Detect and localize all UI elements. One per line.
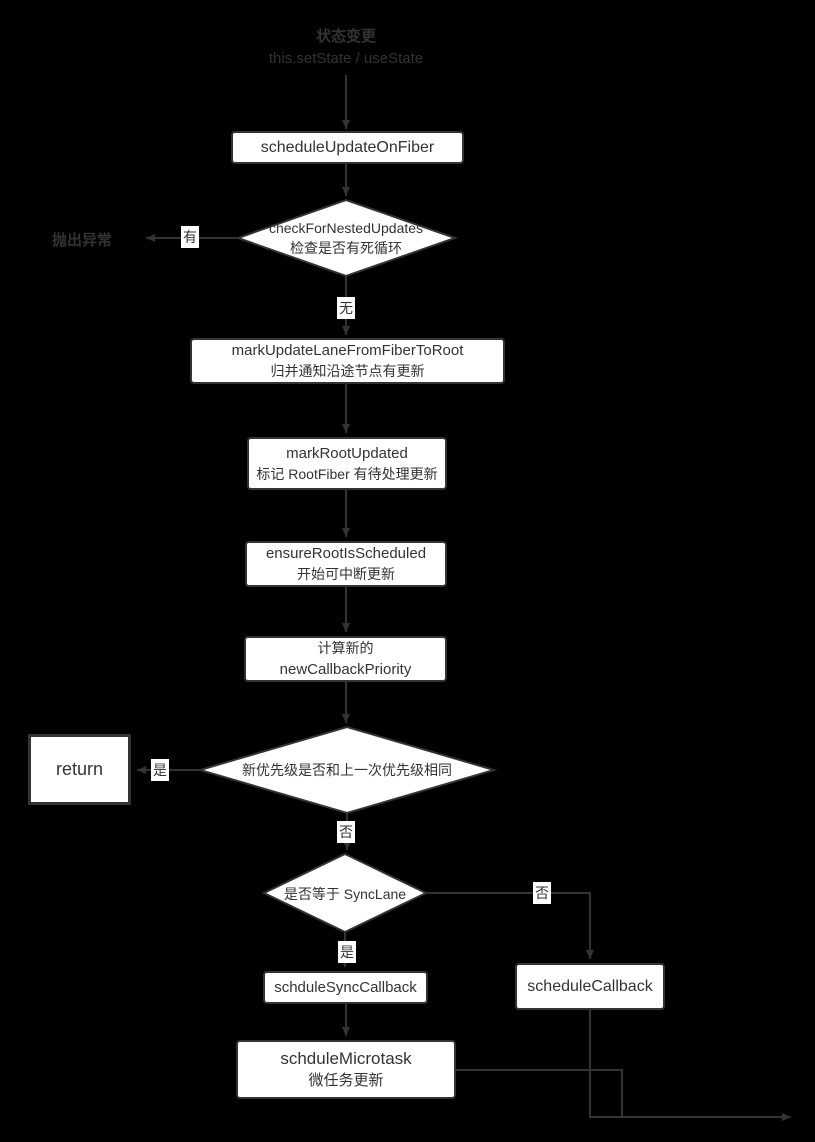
node-line1: 计算新的 <box>317 640 374 656</box>
node-ensure-root-is-scheduled: ensureRootIsScheduled 开始可中断更新 <box>245 541 447 587</box>
edge-issynclane-to-schedulecallback <box>426 892 595 959</box>
edge-label-has-loop: 有 <box>181 226 199 248</box>
edge-label-same-priority-no: 否 <box>337 821 355 843</box>
edge-schedulemicrotask-out <box>456 1069 623 1116</box>
node-line2: 标记 RootFiber 有待处理更新 <box>256 465 438 482</box>
edge-schedulecallback-out <box>589 1010 791 1122</box>
start-line1: 状态变更 <box>315 28 376 45</box>
edge-label-synclane-no: 否 <box>533 882 551 904</box>
node-line1: schduleMicrotask <box>280 1049 412 1068</box>
node-return: return <box>28 734 131 805</box>
decision-is-synclane-label: 是否等于 SyncLane <box>283 885 407 902</box>
edge-label-same-priority-yes: 是 <box>151 759 169 781</box>
node-line1: ensureRootIsScheduled <box>265 545 427 562</box>
node-label: scheduleCallback <box>527 978 653 995</box>
node-mark-root-updated: markRootUpdated 标记 RootFiber 有待处理更新 <box>247 437 447 490</box>
start-line2: this.setState / useState <box>268 50 424 67</box>
throw-error-text: 抛出异常 <box>52 232 113 249</box>
node-schedule-callback: scheduleCallback <box>515 963 665 1010</box>
edge-label-no-loop: 无 <box>337 297 355 319</box>
node-schedule-microtask: schduleMicrotask 微任务更新 <box>236 1040 456 1099</box>
edge-label-synclane-yes: 是 <box>338 941 356 963</box>
decision-check-nested-label: checkForNestedUpdates 检查是否有死循环 <box>251 206 441 270</box>
node-schedule-update-on-fiber: scheduleUpdateOnFiber <box>231 131 464 164</box>
decision-line1: checkForNestedUpdates <box>268 220 424 236</box>
node-line2: 微任务更新 <box>308 1072 384 1089</box>
node-line1: markRootUpdated <box>286 444 408 462</box>
start-text: 状态变更 this.setState / useState <box>200 26 492 70</box>
node-mark-update-lane: markUpdateLaneFromFiberToRoot 归并通知沿途节点有更… <box>190 338 505 384</box>
decision-line2: 检查是否有死循环 <box>290 240 402 256</box>
decision-same-priority-shape <box>196 725 498 815</box>
node-line2: newCallbackPriority <box>279 661 412 678</box>
node-label: scheduleUpdateOnFiber <box>260 139 435 156</box>
node-schedule-sync-callback: schduleSyncCallback <box>263 971 428 1004</box>
node-line1: markUpdateLaneFromFiberToRoot <box>231 342 464 359</box>
node-new-callback-priority: 计算新的 newCallbackPriority <box>244 636 447 682</box>
node-line2: 开始可中断更新 <box>297 566 395 582</box>
node-line2: 归并通知沿途节点有更新 <box>270 363 425 379</box>
node-label: return <box>55 759 104 779</box>
node-label: schduleSyncCallback <box>274 979 417 996</box>
decision-check-nested-shape <box>234 198 459 278</box>
decision-same-priority-label: 新优先级是否和上一次优先级相同 <box>242 762 452 778</box>
decision-is-synclane-shape <box>261 852 429 934</box>
